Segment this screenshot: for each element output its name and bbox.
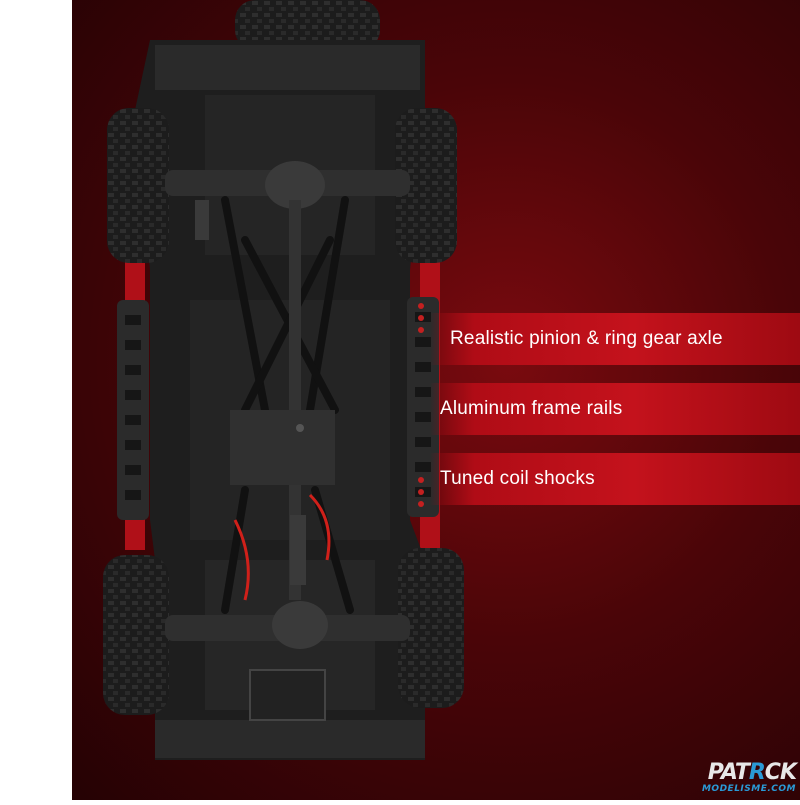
front-shock (195, 200, 209, 240)
transmission-skid-plate (230, 410, 335, 485)
rear-right-tire (398, 548, 464, 708)
callout-label: Tuned coil shocks (440, 468, 595, 489)
white-margin (0, 0, 72, 800)
rear-differential (272, 601, 328, 649)
front-right-tire (395, 108, 457, 263)
patrick-modelisme-logo: PATRCK MODELISME.COM (701, 760, 797, 795)
front-differential (265, 161, 325, 209)
suspension-links (221, 196, 354, 614)
steering-servo (249, 669, 326, 721)
logo-wordmark: PATRCK (707, 760, 797, 785)
callout-label: Aluminum frame rails (440, 398, 623, 419)
callout-pinion-gear-axle: Realistic pinion & ring gear axle (430, 313, 800, 365)
front-bumper (155, 45, 420, 90)
callout-aluminum-frame-rails: Aluminum frame rails (430, 383, 800, 435)
rear-bumper (155, 720, 425, 758)
spare-tire (235, 0, 380, 50)
rc-crawler-chassis-underside (95, 0, 480, 800)
callout-tuned-coil-shocks: Tuned coil shocks (430, 453, 800, 505)
front-left-tire (107, 108, 169, 263)
rear-left-tire (103, 555, 169, 715)
chassis-illustration (103, 0, 464, 760)
left-rock-slider (117, 300, 149, 520)
callout-label: Realistic pinion & ring gear axle (450, 328, 723, 349)
logo-domain: MODELISME.COM (701, 784, 796, 794)
rear-shock (290, 515, 306, 585)
